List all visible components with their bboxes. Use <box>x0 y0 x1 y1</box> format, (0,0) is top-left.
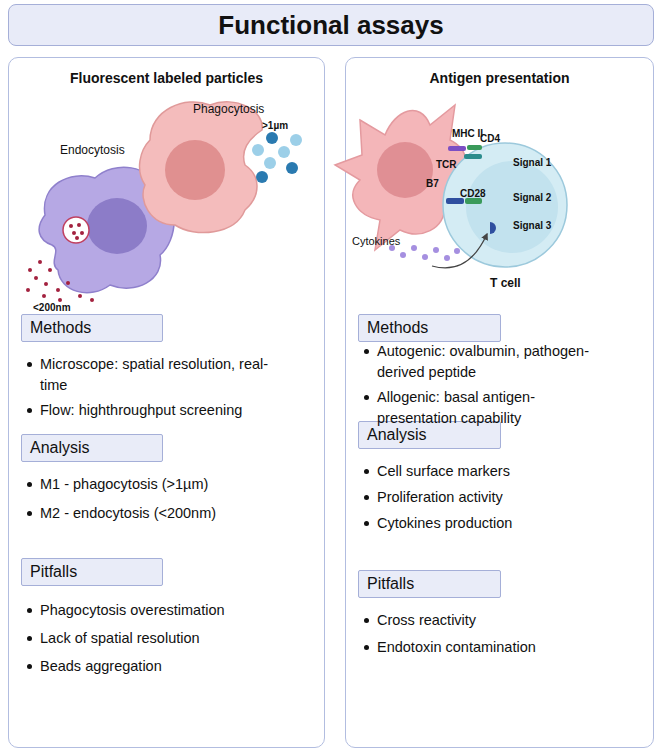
label-text: CD4 <box>480 133 500 144</box>
label-text: MHC II <box>452 128 483 139</box>
bullet-item: Microscope: spatial resolution, real-tim… <box>40 354 290 396</box>
label-text: Signal 1 <box>513 157 551 168</box>
part-label: MHC II <box>452 128 483 140</box>
bullet-dot <box>364 349 369 354</box>
label-text: CD28 <box>460 188 486 199</box>
section-heading: Analysis <box>30 439 90 457</box>
bullet-item: Cell surface markers <box>377 461 637 482</box>
title-box: Functional assays <box>8 4 654 46</box>
bullet-item: Allogenic: basal antigen-presentation ca… <box>377 387 609 429</box>
title: Functional assays <box>218 10 443 41</box>
section-band: Methods <box>358 314 501 342</box>
label-text: Cross reactivity <box>377 612 476 628</box>
label-text: >1µm <box>262 120 288 131</box>
section-band: Pitfalls <box>358 570 501 598</box>
bullet-item: Flow: highthroughput screening <box>40 400 310 421</box>
bullet-dot <box>364 495 369 500</box>
bullet-dot <box>27 362 32 367</box>
part-label: Signal 3 <box>513 220 551 232</box>
label-text: Flow: highthroughput screening <box>40 402 242 418</box>
part-label: Signal 1 <box>513 157 551 169</box>
label-text: Microscope: spatial resolution, real-tim… <box>40 356 268 393</box>
section-band: Methods <box>21 314 163 342</box>
section-band: Pitfalls <box>21 558 163 586</box>
label-text: Phagocytosis <box>193 102 264 116</box>
label-text: Signal 2 <box>513 192 551 203</box>
bullet-item: Cytokines production <box>377 513 637 534</box>
section-heading: Methods <box>30 319 91 337</box>
label-text: M2 - endocytosis (<200nm) <box>40 505 216 521</box>
section-band: Analysis <box>21 434 163 462</box>
bullet-item: Endotoxin contamination <box>377 637 637 658</box>
bullet-item: Autogenic: ovalbumin, pathogen-derived p… <box>377 341 609 383</box>
bullet-dot <box>364 618 369 623</box>
label-text: Cytokines production <box>377 515 512 531</box>
bullet-dot <box>27 482 32 487</box>
bullet-item: Beads aggregation <box>40 656 310 677</box>
bullet-item: Proliferation activity <box>377 487 637 508</box>
panel-heading: Fluorescent labeled particles <box>9 70 324 86</box>
label-text: Autogenic: ovalbumin, pathogen-derived p… <box>377 343 589 380</box>
label-text: Proliferation activity <box>377 489 503 505</box>
bullet-dot <box>364 469 369 474</box>
label-text: Allogenic: basal antigen-presentation ca… <box>377 389 535 426</box>
part-label: >1µm <box>262 120 288 132</box>
label-text: T cell <box>490 276 521 290</box>
bullet-item: Cross reactivity <box>377 610 637 631</box>
bullet-dot <box>27 511 32 516</box>
panel-heading: Antigen presentation <box>346 70 653 86</box>
part-label: <200nm <box>33 302 71 314</box>
label-text: Endotoxin contamination <box>377 639 536 655</box>
bullet-dot <box>27 664 32 669</box>
part-label: TCR <box>436 159 457 171</box>
bullet-dot <box>364 521 369 526</box>
label-text: B7 <box>426 178 439 189</box>
bullet-dot <box>27 408 32 413</box>
bullet-item: Phagocytosis overestimation <box>40 600 310 621</box>
label-text: Cell surface markers <box>377 463 510 479</box>
section-heading: Pitfalls <box>367 575 414 593</box>
bullet-item: Lack of spatial resolution <box>40 628 310 649</box>
part-label: B7 <box>426 178 439 190</box>
section-heading: Methods <box>367 319 428 337</box>
bullet-item: M2 - endocytosis (<200nm) <box>40 503 310 524</box>
part-label: CD28 <box>460 188 486 200</box>
section-heading: Analysis <box>367 426 427 444</box>
bullet-dot <box>364 645 369 650</box>
label-text: Signal 3 <box>513 220 551 231</box>
part-label: Phagocytosis <box>193 102 264 116</box>
label-text: Beads aggregation <box>40 658 162 674</box>
label-text: Endocytosis <box>60 143 125 157</box>
part-label: Signal 2 <box>513 192 551 204</box>
bullet-dot <box>364 395 369 400</box>
part-label: Cytokines <box>352 235 400 248</box>
section-heading: Pitfalls <box>30 563 77 581</box>
part-label: CD4 <box>480 133 500 145</box>
part-label: T cell <box>490 276 521 290</box>
label-text: TCR <box>436 159 457 170</box>
bullet-dot <box>27 636 32 641</box>
bullet-item: M1 - phagocytosis (>1µm) <box>40 474 310 495</box>
label-text: <200nm <box>33 302 71 313</box>
part-label: Endocytosis <box>60 143 125 157</box>
bullet-dot <box>27 608 32 613</box>
label-text: Phagocytosis overestimation <box>40 602 225 618</box>
label-text: M1 - phagocytosis (>1µm) <box>40 476 208 492</box>
label-text: Lack of spatial resolution <box>40 630 200 646</box>
label-text: Cytokines <box>352 235 400 247</box>
